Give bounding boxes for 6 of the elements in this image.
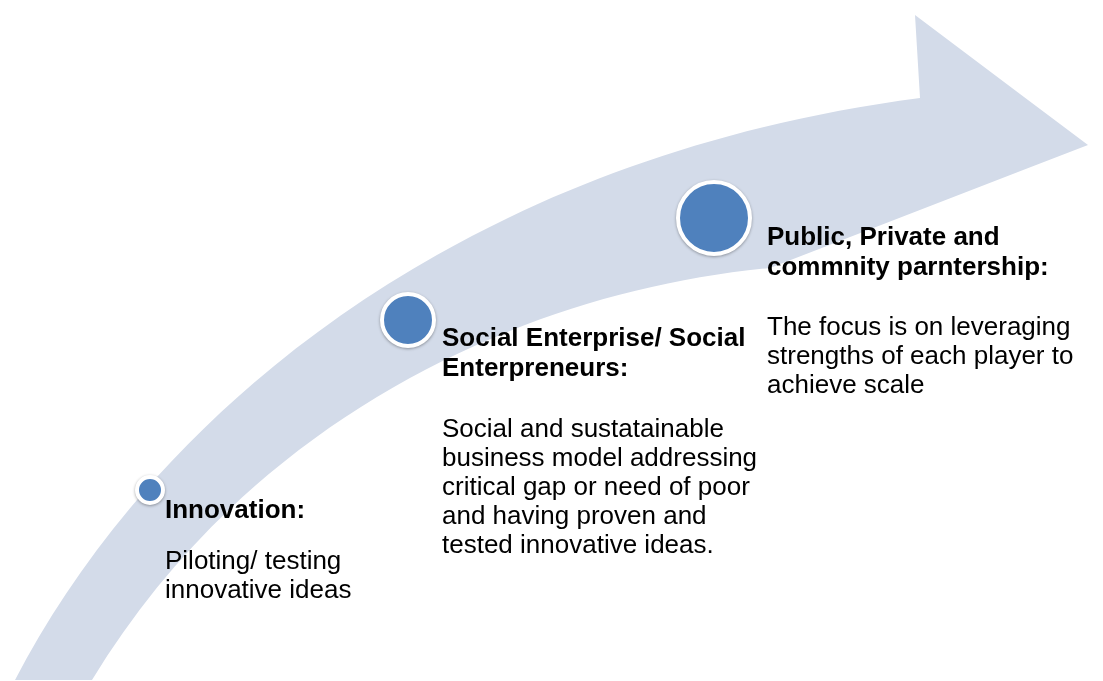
stage-heading: Public, Private and commnity parntership:	[767, 221, 1050, 281]
stage-description: Piloting/ testing innovative ideas	[165, 546, 353, 604]
stage-heading: Social Enterprise/ Social Enterpreneurs:	[442, 322, 747, 382]
stage-description: Social and sustatainable business model addressing critical gap or need of poor and having proven and tested innovative ideas.	[442, 414, 759, 559]
stage-description: The focus is on leveraging strengths of each player to achieve scale	[767, 312, 1075, 399]
stage-heading: Innovation:	[165, 494, 307, 524]
